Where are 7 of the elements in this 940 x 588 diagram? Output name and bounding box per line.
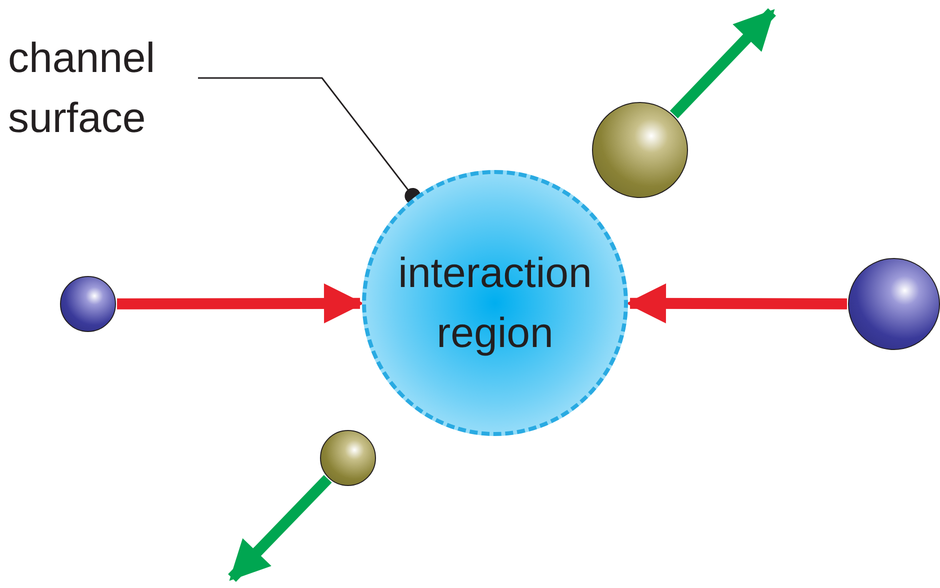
arrow <box>626 283 848 324</box>
region-label: interaction region <box>397 248 593 358</box>
part-label: channel surface <box>8 33 156 143</box>
arrow <box>670 8 776 118</box>
arrow <box>228 475 332 582</box>
arrow <box>116 283 364 324</box>
leader-line <box>198 77 421 204</box>
